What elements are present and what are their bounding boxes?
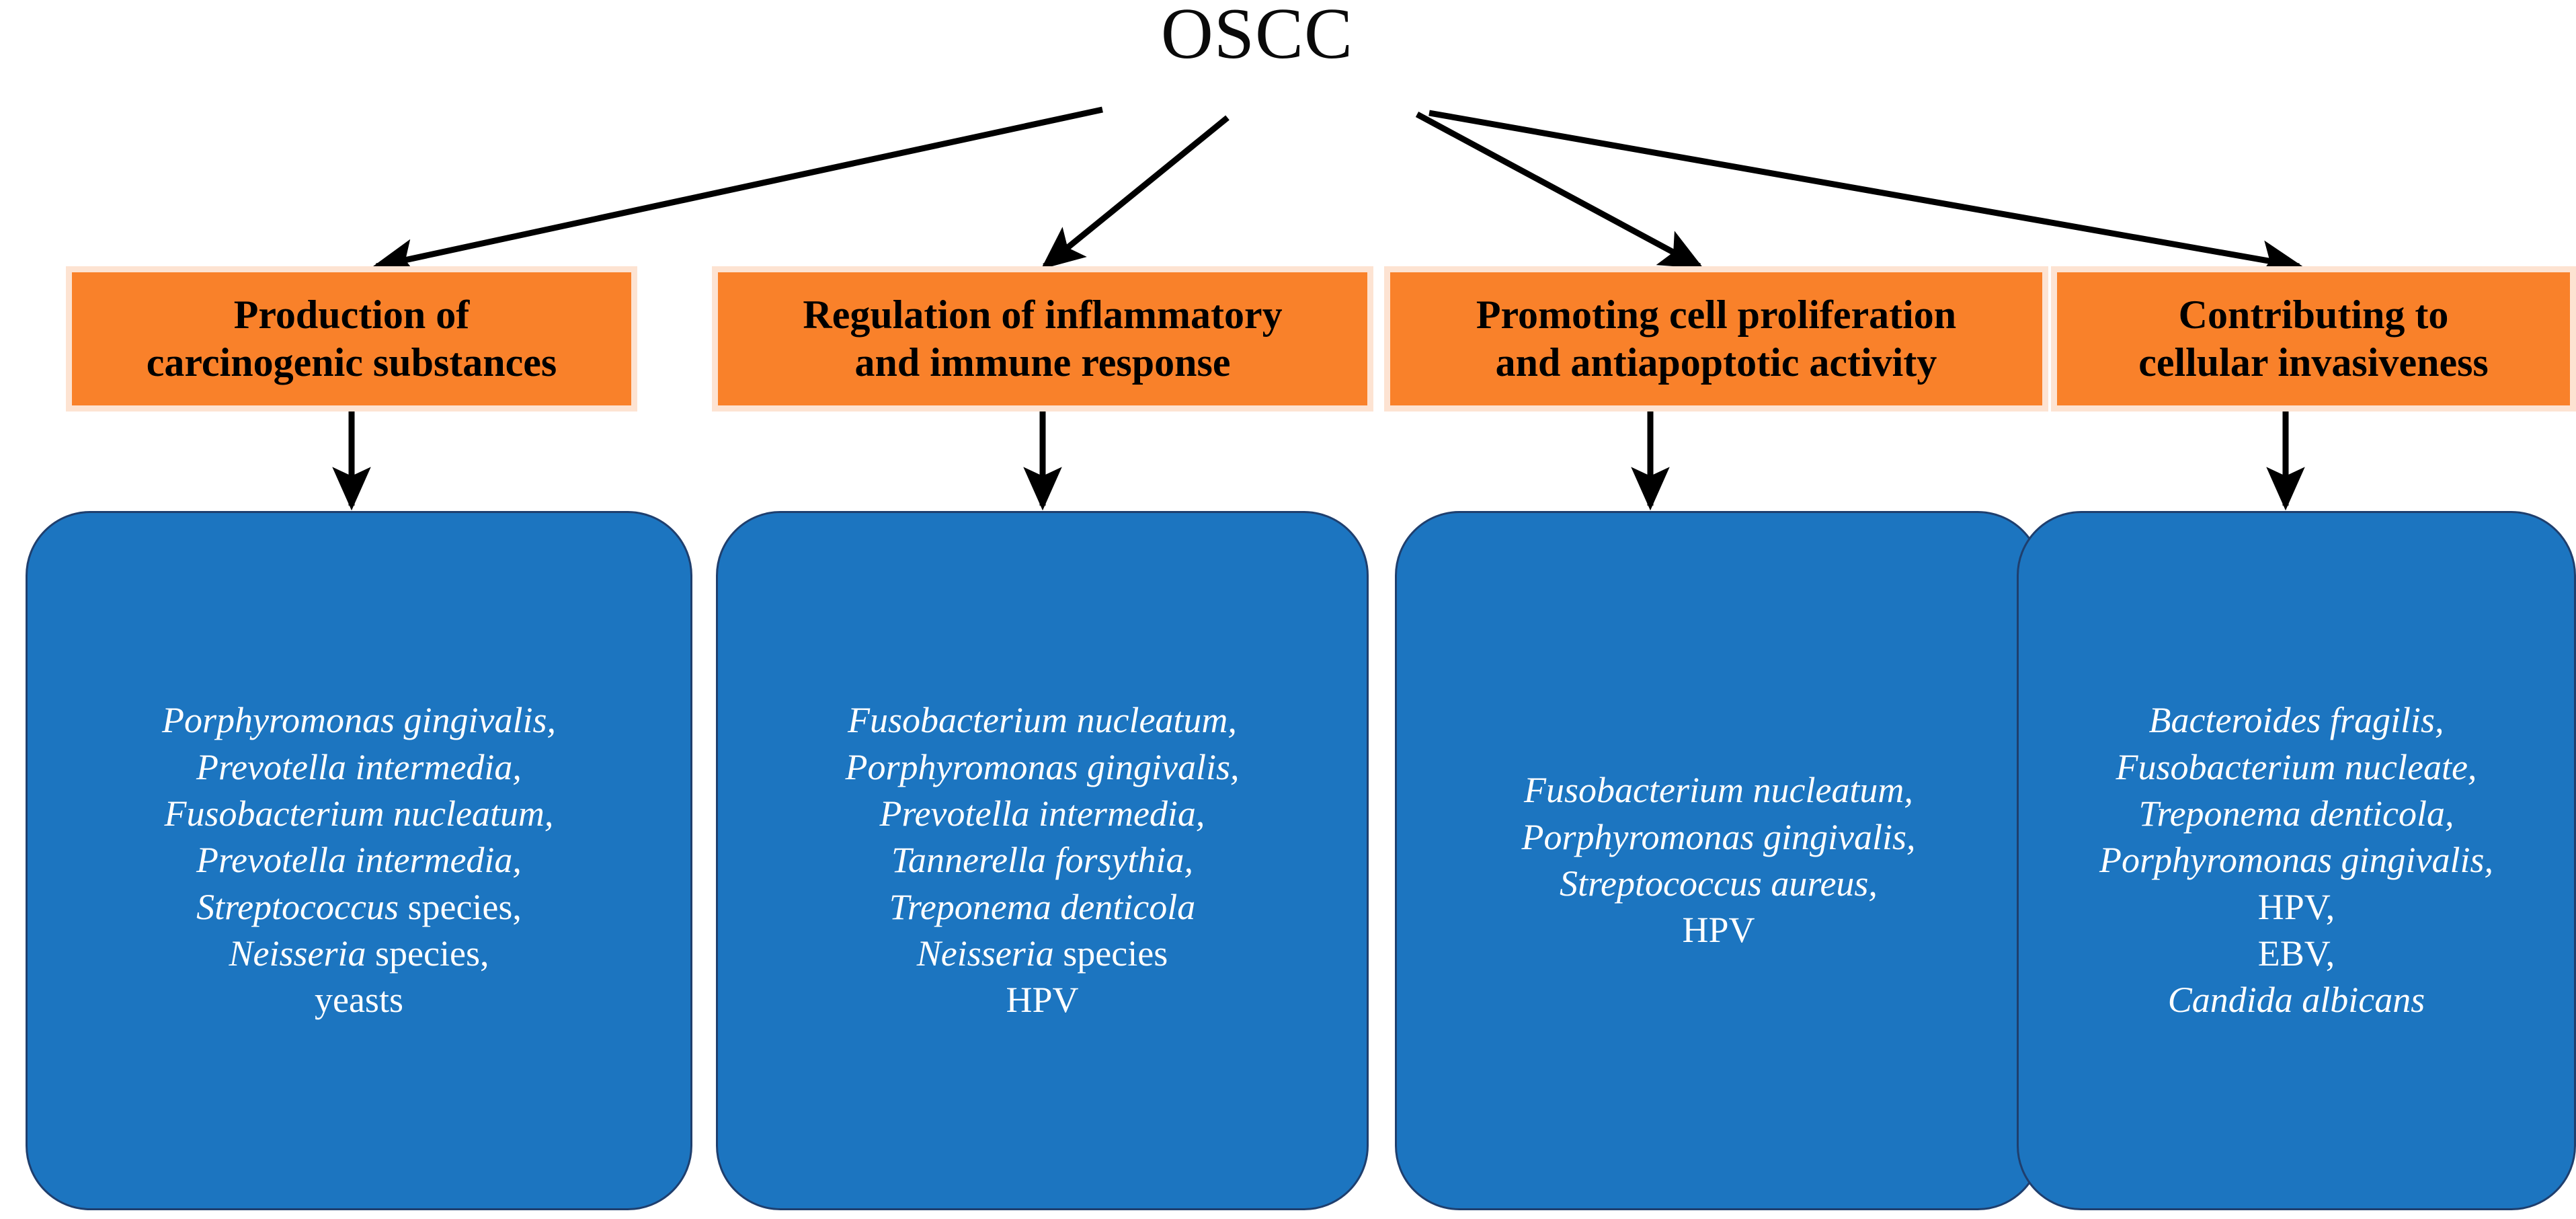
organism-line: yeasts [315, 980, 403, 1021]
organism-line: Streptococcus aureus, [1560, 863, 1878, 904]
category-header-inflammatory-immune-response[interactable]: Regulation of inflammatory and immune re… [718, 272, 1367, 405]
organism-line: Porphyromonas gingivalis, [162, 700, 556, 741]
organism-line: Neisseria species, [229, 933, 489, 974]
organism-line: Prevotella intermedia, [196, 746, 522, 787]
organism-line: HPV [1682, 910, 1755, 951]
category-header-label: Promoting cell proliferation and antiapo… [1476, 292, 1957, 385]
organism-line: Prevotella intermedia, [196, 840, 522, 881]
page-title: OSCC [1160, 0, 1354, 74]
organism-line: HPV [1006, 980, 1079, 1021]
organism-list: Fusobacterium nucleatum, Porphyromonas gi… [1522, 767, 1916, 954]
organism-list: Bacteroides fragilis, Fusobacterium nucle… [2099, 697, 2493, 1024]
organism-line: Bacteroides fragilis, [2148, 700, 2444, 741]
organism-list-carcinogenic-substances[interactable]: Porphyromonas gingivalis, Prevotella inte… [26, 511, 692, 1210]
arrow-oscc-to-category-2 [1041, 115, 1230, 270]
organism-line: Neisseria species [916, 933, 1168, 974]
organism-line: Porphyromonas gingivalis, [845, 746, 1240, 787]
organism-line: Candida albicans [2167, 980, 2425, 1021]
organism-line: Tannerella forsythia, [891, 840, 1194, 881]
organism-line: Fusobacterium nucleatum, [848, 700, 1237, 741]
arrow-oscc-to-category-1 [371, 106, 1103, 278]
organism-list-inflammatory-immune-response[interactable]: Fusobacterium nucleatum, Porphyromonas gi… [716, 511, 1369, 1210]
category-header-cell-proliferation-antiapoptotic[interactable]: Promoting cell proliferation and antiapo… [1390, 272, 2042, 405]
arrow-oscc-to-category-4 [1428, 110, 2304, 279]
organism-line: Porphyromonas gingivalis, [1521, 816, 1916, 857]
category-header-carcinogenic-substances[interactable]: Production of carcinogenic substances [72, 272, 631, 405]
organism-line: Prevotella intermedia, [879, 793, 1205, 834]
organism-line: EBV, [2257, 933, 2335, 974]
organism-line: Fusobacterium nucleate, [2116, 746, 2477, 787]
category-header-label: Production of carcinogenic substances [146, 292, 557, 385]
category-header-label: Regulation of inflammatory and immune re… [803, 292, 1283, 385]
organism-line: Treponema denticola, [2138, 793, 2454, 834]
category-header-cellular-invasiveness[interactable]: Contributing to cellular invasiveness [2057, 272, 2570, 405]
arrow-oscc-to-category-3 [1415, 112, 1704, 269]
organism-line: Treponema denticola [889, 886, 1196, 927]
organism-list-cellular-invasiveness[interactable]: Bacteroides fragilis, Fusobacterium nucle… [2017, 511, 2576, 1210]
organism-line: Streptococcus species, [196, 886, 522, 927]
organism-list: Fusobacterium nucleatum, Porphyromonas gi… [846, 697, 1240, 1024]
organism-line: Porphyromonas gingivalis, [2099, 840, 2493, 881]
organism-line: Fusobacterium nucleatum, [1524, 770, 1913, 811]
organism-list-cell-proliferation-antiapoptotic[interactable]: Fusobacterium nucleatum, Porphyromonas gi… [1395, 511, 2042, 1210]
category-header-label: Contributing to cellular invasiveness [2138, 292, 2489, 385]
organism-line: Fusobacterium nucleatum, [164, 793, 554, 834]
organism-line: HPV, [2257, 886, 2335, 927]
organism-list: Porphyromonas gingivalis, Prevotella inte… [162, 697, 556, 1024]
